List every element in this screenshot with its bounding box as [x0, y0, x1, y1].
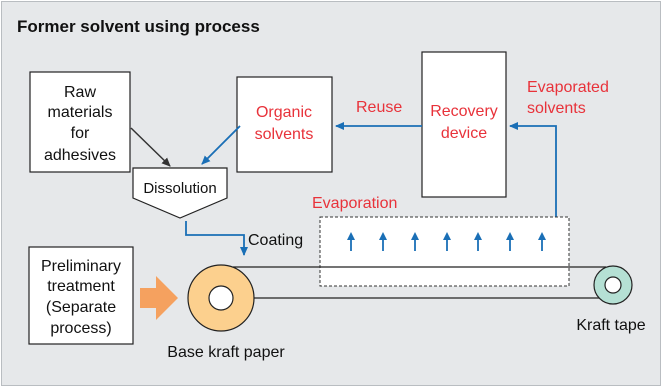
kraft-tape-label: Kraft tape [576, 317, 645, 334]
evaporation-label: Evaporation [312, 195, 397, 212]
preliminary-line: process) [50, 320, 111, 337]
evaporated-solvents-arrow-icon [509, 122, 557, 223]
diagram-title: Former solvent using process [17, 17, 260, 36]
evaporation-arrow-icon [538, 232, 546, 251]
evaporation-zone [319, 216, 570, 287]
base-paper-label: Base kraft paper [167, 344, 285, 361]
raw-materials-line: Raw [64, 84, 96, 101]
organic-solvents-box: Organic solvents [236, 76, 333, 173]
evaporation-arrow-icon [443, 232, 451, 251]
organic-solvents-line: Organic [256, 104, 312, 121]
reuse-label: Reuse [356, 99, 402, 116]
base-paper-roll-icon [187, 264, 255, 332]
raw-materials-line: for [71, 125, 90, 142]
raw-materials-line: materials [48, 104, 113, 121]
evaporated-solvents-line: solvents [527, 100, 586, 117]
evaporated-solvents-line: Evaporated [527, 79, 609, 96]
evaporation-arrow-icon [474, 232, 482, 251]
kraft-tape-roll-icon [593, 265, 633, 305]
raw-materials-line: adhesives [44, 147, 116, 164]
organic-solvents-line: solvents [255, 126, 314, 143]
preliminary-line: treatment [47, 278, 115, 295]
coating-label: Coating [248, 232, 303, 249]
coating-arrow-icon [185, 221, 248, 256]
dissolution-node: Dissolution [132, 167, 228, 219]
preliminary-treatment-box: Preliminary treatment (Separate process) [28, 246, 134, 345]
preliminary-line: (Separate [46, 299, 116, 316]
recovery-device-box: Recovery device [421, 51, 507, 198]
evaporation-arrow-icon [379, 232, 387, 251]
preliminary-line: Preliminary [41, 258, 121, 275]
evaporation-arrow-icon [347, 232, 355, 251]
recovery-device-line: device [441, 125, 487, 142]
raw-to-dissolution-arrow-icon [130, 127, 171, 167]
organic-to-dissolution-arrow-icon [201, 125, 241, 165]
recovery-device-line: Recovery [430, 103, 498, 120]
evaporation-arrow-icon [411, 232, 419, 251]
evaporation-arrows [347, 232, 546, 251]
raw-materials-box: Raw materials for adhesives [29, 71, 131, 173]
orange-arrow-icon [140, 276, 178, 320]
evaporation-arrow-icon [506, 232, 514, 251]
dissolution-label: Dissolution [143, 180, 216, 197]
